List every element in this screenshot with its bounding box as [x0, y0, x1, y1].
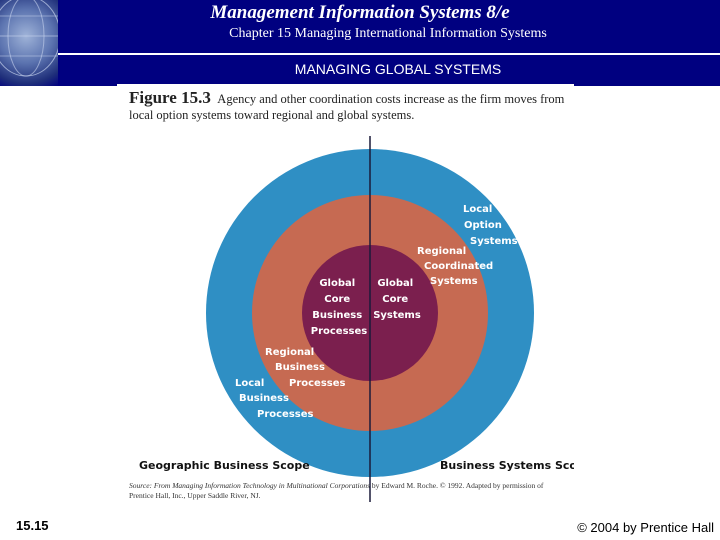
- concentric-scope-diagram: Global Core Business Processes Global Co…: [139, 136, 574, 502]
- presentation-title: Management Information Systems 8/e: [210, 2, 510, 23]
- slide-header: Management Information Systems 8/e Chapt…: [0, 0, 720, 86]
- figure-caption: Figure 15.3 Agency and other coordinatio…: [129, 88, 569, 123]
- globe-icon: [0, 0, 58, 86]
- label-global-core-business-processes: Global Core Business Processes: [311, 278, 368, 337]
- section-title: MANAGING GLOBAL SYSTEMS: [294, 61, 502, 77]
- systems-scope-caption: Business Systems Scope: [440, 459, 574, 472]
- source-label: Source: From: [129, 481, 171, 490]
- figure-caption-text: Agency and other coordination costs incr…: [129, 92, 565, 122]
- copyright-notice: © 2004 by Prentice Hall: [577, 520, 714, 535]
- figure-number: Figure 15.3: [129, 88, 211, 107]
- figure-panel: Figure 15.3 Agency and other coordinatio…: [117, 84, 574, 514]
- source-title: Managing Information Technology in Multi…: [172, 481, 371, 490]
- label-regional-business-processes: Regional Business Processes: [265, 347, 346, 389]
- label-local-option-systems: Local Option Systems: [463, 204, 518, 247]
- label-regional-coordinated-systems: Regional Coordinated Systems: [417, 246, 497, 287]
- chapter-subtitle: Chapter 15 Managing International Inform…: [229, 26, 547, 41]
- label-local-business-processes: Local Business Processes: [235, 378, 314, 420]
- slide-number: 15.15: [16, 518, 49, 533]
- figure-source: Source: From Managing Information Techno…: [129, 481, 569, 501]
- header-divider: [58, 53, 720, 55]
- label-global-core-systems: Global Core Systems: [373, 278, 421, 321]
- source-rest: by Edward M. Roche. © 1992. Adapted by p…: [129, 481, 544, 500]
- geographic-scope-caption: Geographic Business Scope: [139, 459, 310, 472]
